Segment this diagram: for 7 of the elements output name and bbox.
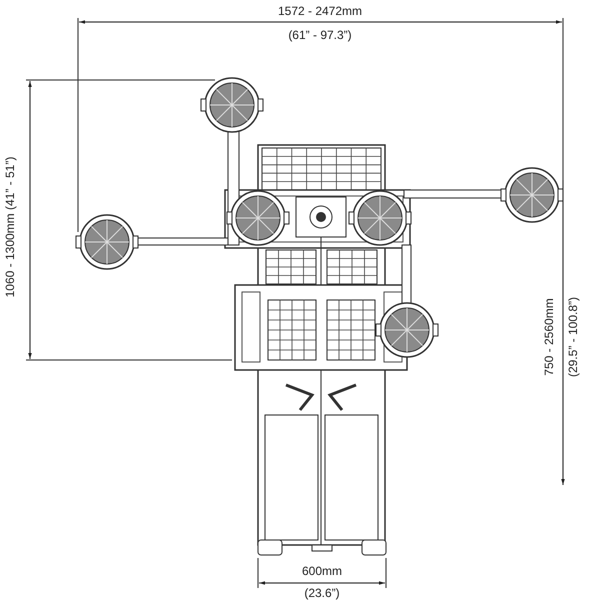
dimension-label: 1060 - 1300mm (41” - 51”): [3, 156, 17, 298]
dimension-label: 750 - 2560mm: [542, 298, 556, 376]
dimension-label: (23.6”): [304, 586, 340, 600]
dimension-label: (29.5” - 100.8”): [566, 296, 580, 378]
dimension-label: 1572 - 2472mm: [278, 4, 362, 18]
dimension-label: (61” - 97.3”): [288, 28, 352, 42]
dimension-label: 600mm: [302, 564, 342, 578]
